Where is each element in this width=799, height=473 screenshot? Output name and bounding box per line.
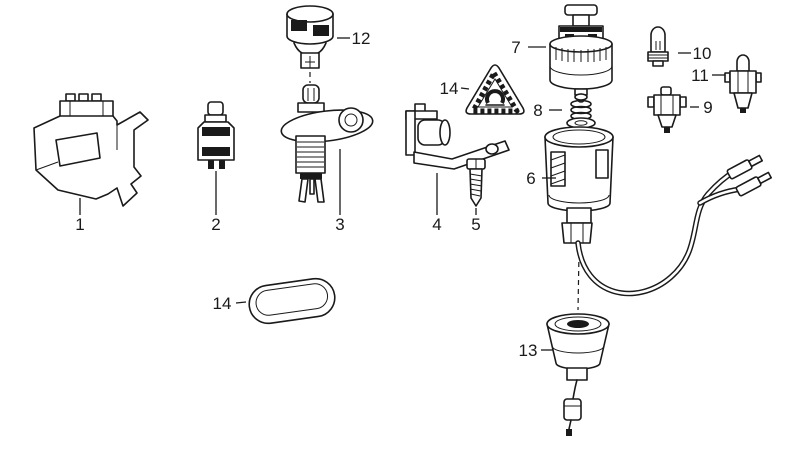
label-part-10: 10	[693, 44, 712, 63]
leader-part-14-triangle	[460, 87, 470, 90]
leader-part-14-cover	[235, 301, 247, 304]
label-part-2: 2	[211, 215, 220, 234]
part-6-window-hatch	[550, 151, 566, 187]
label-part-14-triangle: 14	[440, 79, 459, 98]
part-2-switch	[197, 101, 235, 169]
hot-coil-icon	[485, 89, 505, 104]
part-10-bulb	[647, 26, 669, 67]
part-7-lighter-element	[549, 4, 613, 103]
part-12-knob	[286, 5, 334, 83]
part-9-bulb-holder	[647, 86, 687, 133]
label-part-6: 6	[526, 169, 535, 188]
part-6-lighter-socket	[544, 126, 614, 244]
label-part-12: 12	[352, 29, 371, 48]
part-1-bracket	[33, 93, 149, 207]
part-14-warning-triangle	[465, 64, 525, 115]
spade-terminal-1	[726, 154, 763, 180]
part-4-holder-bracket	[405, 103, 510, 170]
part-11-bulb-socket	[724, 54, 762, 113]
label-part-11: 11	[691, 66, 709, 85]
part-14-blank-cover	[248, 277, 336, 325]
label-part-4: 4	[432, 215, 441, 234]
label-part-1: 1	[75, 215, 84, 234]
assembly-axis-line	[577, 252, 580, 311]
power-cable	[575, 154, 772, 311]
label-part-9: 9	[703, 98, 712, 117]
spade-terminal-2	[735, 171, 772, 197]
label-part-14-cover: 14	[213, 294, 232, 313]
part-3-threads	[297, 141, 324, 168]
label-part-3: 3	[335, 215, 344, 234]
part-5-threads	[469, 173, 483, 197]
label-part-7: 7	[511, 38, 520, 57]
triangle-hazard-band	[470, 70, 520, 114]
label-part-13: 13	[519, 341, 538, 360]
callout-labels: 1 2 3 4 5 6 7 8 9 10 11 12 13 14 14	[75, 29, 725, 360]
part-3-switch	[280, 84, 374, 203]
label-part-5: 5	[471, 215, 480, 234]
part-8-spring-washer	[566, 93, 596, 129]
part-13-powered-socket	[546, 313, 610, 436]
part-7-knurling	[555, 47, 607, 62]
label-part-8: 8	[533, 101, 542, 120]
part-5-screw	[466, 158, 486, 207]
